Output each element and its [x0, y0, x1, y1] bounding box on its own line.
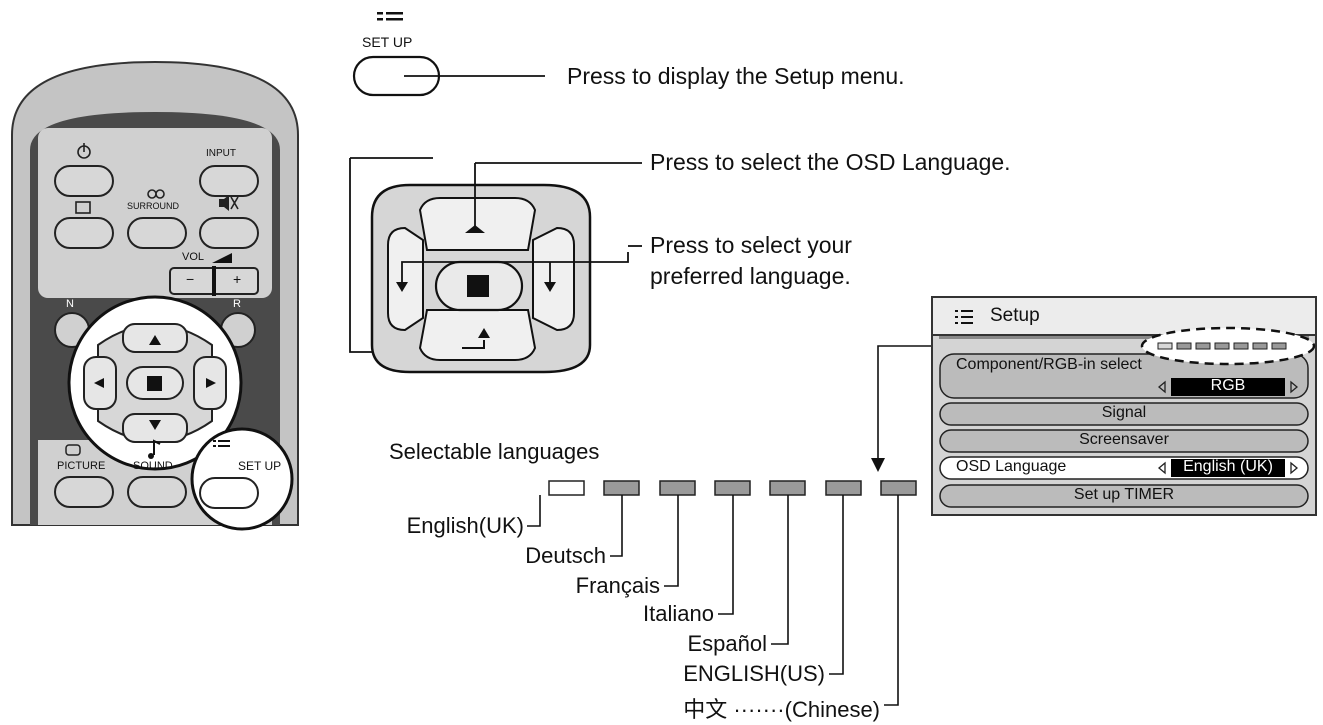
setup-button-label: SET UP — [362, 34, 413, 50]
remote-picture-button[interactable] — [54, 476, 114, 508]
picture-icon — [65, 444, 81, 456]
remote-vol-label: VOL — [182, 251, 205, 263]
remote-mute-button[interactable] — [199, 217, 259, 249]
lang-label-english-us: ENGLISH(US) — [683, 661, 825, 686]
mute-icon — [219, 195, 229, 211]
screensaver-label: Screensaver — [1079, 431, 1169, 448]
ok-square-icon — [467, 275, 489, 297]
set-up-timer-label: Set up TIMER — [1073, 486, 1175, 503]
remote-input-button[interactable] — [199, 165, 259, 197]
screensaver-row[interactable] — [939, 429, 1309, 453]
lang-box-english-us — [825, 480, 862, 496]
setup-menu-panel — [931, 296, 1317, 516]
remote-n-label: N — [66, 298, 74, 310]
side-caption-line2: preferred language. — [650, 263, 851, 289]
remote-control — [11, 60, 299, 531]
remote-power-button[interactable] — [54, 165, 114, 197]
remote-picture-label: PICTURE — [57, 460, 106, 472]
setup-lines-icon — [213, 440, 230, 447]
dpad-left-button[interactable] — [387, 226, 424, 332]
remote-sound-label: SOUND — [133, 460, 173, 472]
setup-caption: Press to display the Setup menu. — [567, 63, 905, 89]
lang-box-espanol — [769, 480, 806, 496]
arrow-left-icon — [94, 378, 104, 388]
component-label: Component/RGB-in select — [956, 356, 1142, 373]
lang-box-francais — [659, 480, 696, 496]
remote-sound-button[interactable] — [127, 476, 187, 508]
lang-box-deutsch — [603, 480, 640, 496]
remote-surround-label: SURROUND — [127, 201, 180, 211]
lang-box-english-uk — [548, 480, 585, 496]
signal-label: Signal — [1101, 404, 1147, 421]
lang-box-chinese — [880, 480, 917, 496]
osd-language-value: English (UK) — [1183, 458, 1273, 475]
remote-setup-button[interactable] — [199, 477, 259, 509]
remote-input-label: INPUT — [206, 148, 236, 159]
remote-minus-label: − — [186, 271, 195, 287]
remote-plus-label: + — [233, 271, 242, 287]
arrow-right-icon — [206, 378, 216, 388]
osd-language-label: OSD Language — [956, 458, 1067, 475]
arrow-up-icon — [149, 335, 161, 345]
language-leader-lines — [527, 495, 899, 706]
dpad-right-button[interactable] — [532, 226, 575, 332]
lang-box-italiano — [714, 480, 751, 496]
lang-label-italiano: Italiano — [643, 601, 714, 626]
dpad-down-button[interactable] — [418, 309, 537, 361]
setup-menu-icon — [377, 12, 403, 21]
remote-r-label: R — [233, 298, 241, 310]
dpad-up-button[interactable] — [418, 197, 537, 251]
arrow-down-icon — [149, 420, 161, 430]
lang-label-deutsch: Deutsch — [525, 543, 606, 568]
remote-setup-label: SET UP — [238, 459, 282, 473]
lang-label-english-uk: English(UK) — [406, 513, 524, 538]
lang-label-chinese: 中文 ·······(Chinese) — [683, 697, 880, 722]
remote-surround-button[interactable] — [127, 217, 187, 249]
remote-aspect-button[interactable] — [54, 217, 114, 249]
lang-label-espanol: Español — [687, 631, 767, 656]
side-leader-line — [401, 252, 629, 285]
component-value: RGB — [1210, 377, 1246, 394]
languages-heading: Selectable languages — [389, 439, 600, 464]
up-caption: Press to select the OSD Language. — [650, 149, 1011, 175]
volume-ramp-icon — [212, 253, 232, 263]
aspect-icon — [75, 201, 91, 214]
ok-square-icon — [147, 376, 162, 391]
setup-menu-title: Setup — [990, 305, 1040, 326]
note-icon — [153, 439, 161, 455]
side-caption-line1: Press to select your — [650, 232, 852, 258]
set-up-timer-row[interactable] — [939, 484, 1309, 508]
signal-row[interactable] — [939, 402, 1309, 426]
lang-label-francais: Français — [575, 573, 660, 598]
